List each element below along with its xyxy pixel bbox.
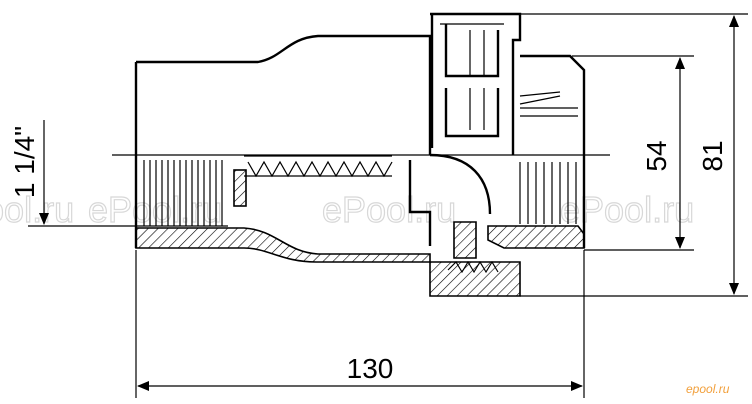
dimension-inner-diameter: 54 [572,55,694,251]
watermark-group: ePool.ru ePool.ru ePool.ru ePool.ru [0,188,695,230]
watermark-text-2: ePool.ru [88,189,222,230]
watermark-text-1: ePool.ru [0,189,74,230]
dimension-thread: 1 1/4" [9,120,136,227]
thread-size-label: 1 1/4" [9,126,40,198]
valve-body-section [135,148,586,297]
inner-diameter-label: 54 [641,140,672,171]
outer-diameter-label: 81 [697,140,728,171]
dimension-length: 130 [135,250,585,398]
watermark-text-3: ePool.ru [322,189,456,230]
length-label: 130 [347,353,394,384]
dimension-outer-diameter: 81 [520,13,748,297]
epool-logo: epool.ru [686,382,730,396]
watermark-text-4: ePool.ru [560,189,694,230]
